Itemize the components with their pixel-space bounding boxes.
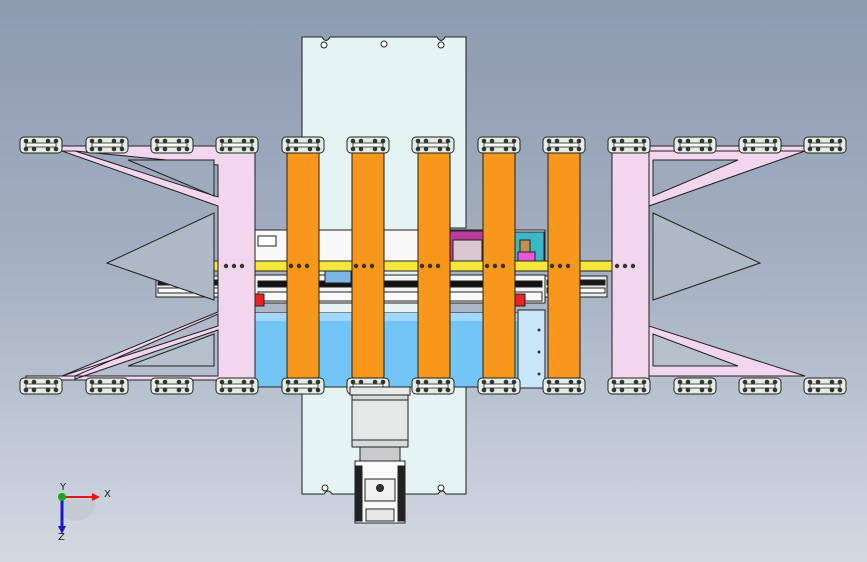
side-frame-left-cutout-top bbox=[127, 159, 215, 197]
clamp-block[interactable] bbox=[411, 136, 455, 154]
clamp-block[interactable] bbox=[281, 377, 325, 395]
y-axis-label: Z bbox=[58, 532, 65, 543]
clamp-block[interactable] bbox=[150, 377, 194, 395]
clamp-block[interactable] bbox=[542, 136, 586, 154]
clamp-block[interactable] bbox=[19, 136, 63, 154]
clamp-block[interactable] bbox=[85, 377, 129, 395]
x-axis-label: X bbox=[104, 489, 111, 500]
triad-shadow bbox=[62, 500, 97, 521]
side-frame-right-cutout-top bbox=[652, 159, 739, 197]
side-frame-left-cutout-bottom bbox=[127, 333, 215, 367]
z-axis-label: Y bbox=[59, 482, 67, 493]
clamp-block[interactable] bbox=[477, 136, 521, 154]
crossbar-bolts bbox=[223, 263, 636, 269]
clamp-block[interactable] bbox=[215, 377, 259, 395]
clamp-block[interactable] bbox=[477, 377, 521, 395]
clamp-block[interactable] bbox=[346, 136, 390, 154]
clamp-block[interactable] bbox=[673, 136, 717, 154]
side-holes bbox=[537, 328, 541, 376]
side-frame-left[interactable] bbox=[25, 145, 256, 381]
mounting-plate-holes bbox=[320, 40, 445, 492]
clamp-block[interactable] bbox=[281, 136, 325, 154]
x-axis-head bbox=[92, 493, 100, 501]
clamp-block[interactable] bbox=[85, 136, 129, 154]
clamp-block[interactable] bbox=[803, 377, 847, 395]
servo-motor[interactable] bbox=[349, 386, 411, 524]
clamp-block[interactable] bbox=[19, 377, 63, 395]
clamp-block[interactable] bbox=[803, 136, 847, 154]
orange-straps[interactable] bbox=[286, 150, 581, 380]
clamp-block[interactable] bbox=[542, 377, 586, 395]
clamp-block[interactable] bbox=[738, 377, 782, 395]
side-frame-right-cutout-mid bbox=[652, 212, 762, 301]
clamp-block[interactable] bbox=[673, 377, 717, 395]
blue-panel-side bbox=[517, 309, 546, 389]
coordinate-triad: X Z Y bbox=[58, 482, 111, 543]
blue-panel-edge bbox=[255, 313, 545, 321]
clamp-block[interactable] bbox=[411, 377, 455, 395]
clamp-blocks[interactable] bbox=[19, 136, 847, 395]
clamp-block[interactable] bbox=[215, 136, 259, 154]
clamp-block[interactable] bbox=[150, 136, 194, 154]
clamp-block[interactable] bbox=[607, 377, 651, 395]
z-axis-dot bbox=[58, 493, 66, 501]
y-axis-head bbox=[58, 526, 66, 534]
side-frame-right-cutout-bottom bbox=[652, 333, 739, 367]
clamp-block[interactable] bbox=[607, 136, 651, 154]
clamp-block[interactable] bbox=[738, 136, 782, 154]
side-frame-left-cutout-mid bbox=[105, 212, 215, 301]
